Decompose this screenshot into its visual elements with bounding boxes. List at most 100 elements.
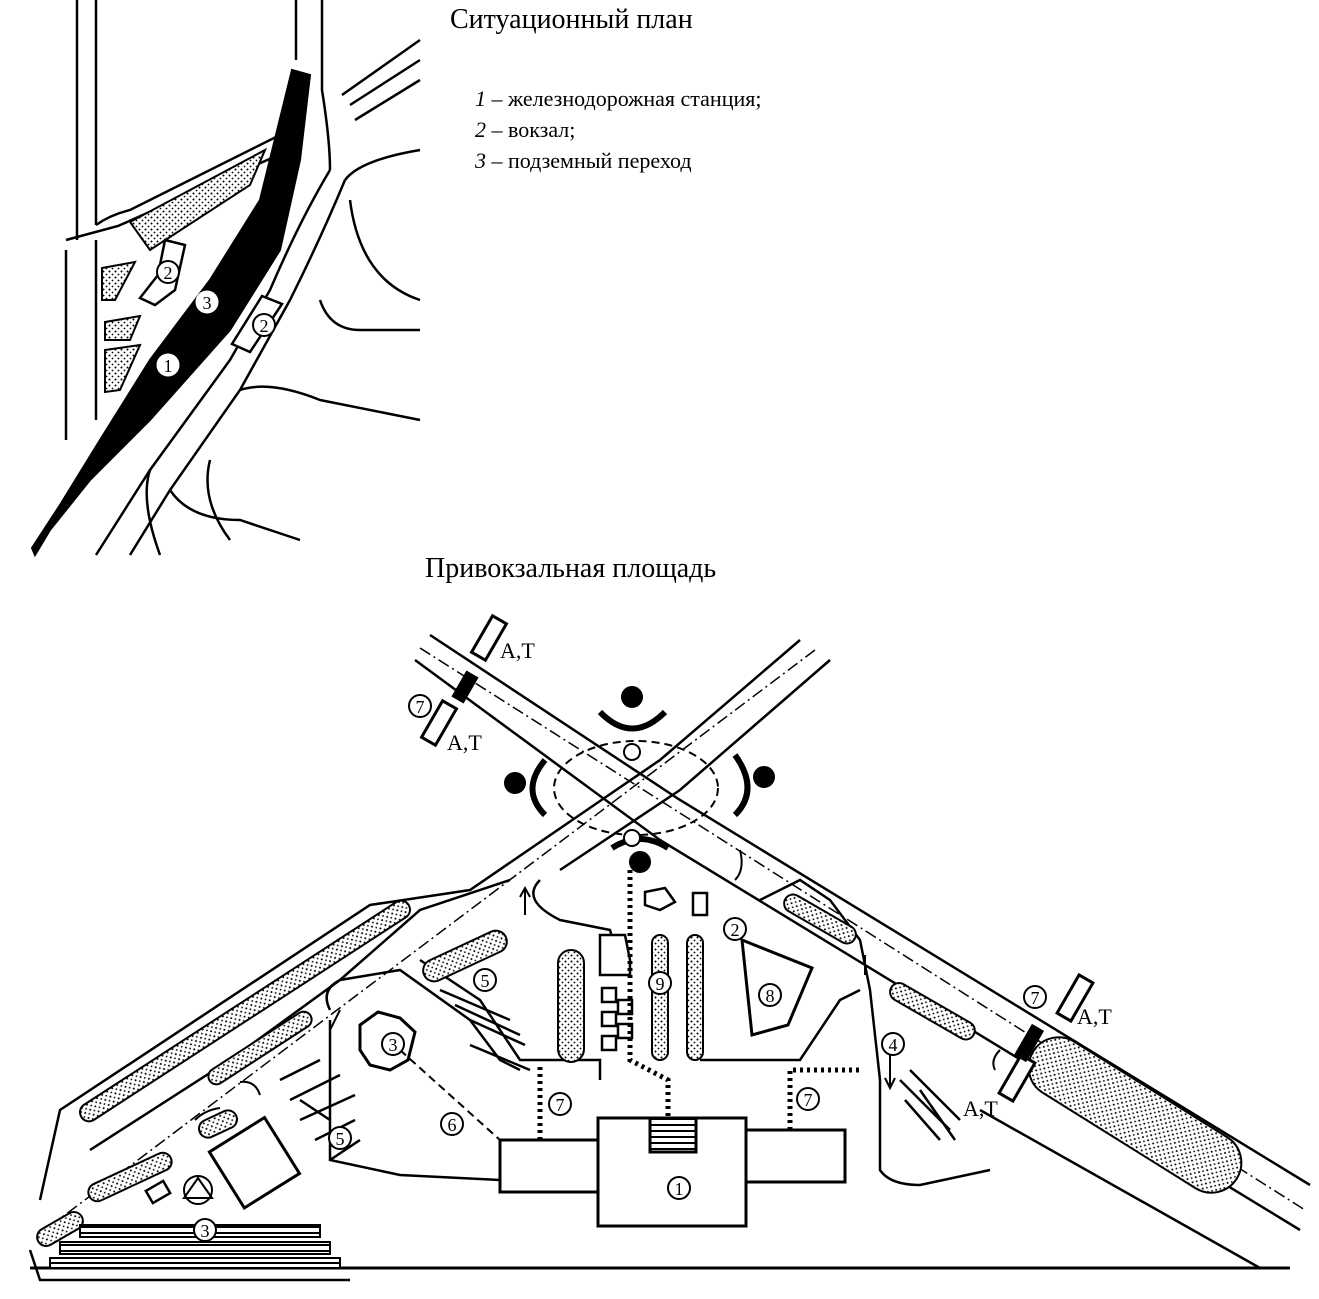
green-strip: [889, 982, 976, 1041]
transit-stop-label: А,Т: [447, 730, 482, 755]
marker-label: 2: [260, 316, 269, 336]
green-strip: [557, 949, 585, 1063]
green-strip: [87, 1151, 173, 1203]
situation-markers: 2 2 3 1: [156, 260, 276, 377]
road-edge: [559, 659, 831, 872]
building-block: [207, 1115, 302, 1211]
other-buildings: [207, 613, 1095, 1211]
marker-circle: [156, 353, 180, 377]
traffic-arrows: [194, 849, 1001, 1121]
roundabout: [553, 740, 719, 836]
green-strip: [1027, 1036, 1243, 1194]
parking-slot: [600, 1034, 618, 1052]
underground-exit: [648, 1116, 698, 1154]
bus-shelter: [419, 698, 459, 748]
situation-plan-green: [101, 147, 268, 394]
road-edge: [38, 639, 801, 1201]
parking-slots: [144, 886, 709, 1205]
road-edge: [344, 148, 421, 302]
road-centre-line: [44, 649, 816, 1231]
situation-plan-title: Ситуационный план: [450, 4, 693, 35]
marker-circle: [648, 971, 672, 995]
marker-label: 3: [203, 293, 212, 313]
green-area: [128, 147, 268, 252]
marker-circle: [796, 1087, 820, 1111]
traffic-light-icon: [753, 766, 775, 788]
traffic-light-icon: [621, 686, 643, 708]
marker-label: 3: [201, 1221, 210, 1241]
marker-label: 7: [1031, 988, 1040, 1008]
parking-slot: [600, 986, 618, 1004]
road-edge: [341, 38, 421, 122]
square-boundary: [532, 879, 622, 966]
building-wing-left: [498, 1138, 602, 1194]
green-area: [104, 314, 142, 341]
square-marker-labels: 1 2 3 3 4 5 5 6 7 7 7 7 8 9: [201, 697, 1040, 1241]
square-boundary: [28, 1249, 350, 1282]
marker-label: 6: [448, 1115, 457, 1135]
legend-text: – железнодорожная станция;: [486, 86, 762, 111]
situation-plan-map: [64, 0, 421, 556]
kiosk: [643, 886, 677, 912]
marker-circle: [328, 1126, 352, 1150]
base-line: [979, 1108, 1261, 1270]
legend-number: 2: [475, 117, 486, 142]
building-wing-right: [743, 1128, 847, 1184]
marker-circle: [381, 1032, 405, 1056]
legend-text: – подземный переход: [486, 148, 692, 173]
marker-circle: [881, 1032, 905, 1056]
legend-item: 2 – вокзал;: [475, 117, 575, 143]
parking-bay: [598, 933, 632, 977]
bus-shelter: [997, 1052, 1037, 1104]
marker-label: 8: [766, 986, 775, 1006]
marker-label: 9: [656, 974, 665, 994]
pedestrian-route: [399, 1049, 501, 1141]
traffic-signals: [504, 686, 775, 873]
marker-label: 5: [481, 971, 490, 991]
green-strip: [651, 934, 669, 1061]
road-edge: [145, 459, 232, 556]
marker-circle: [156, 260, 180, 284]
marker-label: 2: [164, 263, 173, 283]
road-edge: [128, 179, 347, 556]
transit-stop-label: А,Т: [963, 1096, 998, 1121]
marker-circle: [193, 1218, 217, 1242]
pedestrian-routes: [537, 870, 860, 1140]
green-strip: [36, 1211, 84, 1247]
marker-circle: [473, 968, 497, 992]
marker-label: 5: [336, 1129, 345, 1149]
marker-label: 7: [804, 1090, 813, 1110]
marker-label: 7: [556, 1095, 565, 1115]
road-edge: [294, 0, 332, 171]
kiosk: [144, 1179, 172, 1205]
station-building: [498, 1116, 847, 1228]
triangle-sign-icon: [182, 1176, 214, 1199]
marker-label: 1: [164, 356, 173, 376]
green-area: [101, 260, 137, 301]
transit-stop-label: А,Т: [1077, 1004, 1112, 1029]
marker-circle: [667, 1176, 691, 1200]
road-edge: [64, 240, 98, 440]
green-strip: [79, 899, 411, 1123]
green-strip: [686, 934, 704, 1061]
marker-label: 4: [889, 1035, 898, 1055]
green-strips: [36, 893, 1243, 1247]
square-markers: [182, 694, 1047, 1242]
legend-item: 1 – железнодорожная станция;: [475, 86, 761, 112]
legend-number: 1: [475, 86, 486, 111]
marker-label: 3: [389, 1035, 398, 1055]
transit-labels: А,Т А,Т А,Т А,Т: [447, 638, 1112, 1121]
legend-item: 3 – подземный переход: [475, 148, 692, 174]
green-area: [104, 343, 142, 394]
transit-stop-label: А,Т: [500, 638, 535, 663]
traffic-light-icon: [504, 772, 526, 794]
bus-shelter: [469, 613, 509, 663]
marker-circle: [195, 290, 219, 314]
traffic-light-icon: [629, 851, 651, 873]
marker-circle: [252, 313, 276, 337]
triangle-sign-circle: [183, 1175, 213, 1205]
road-edge: [239, 385, 421, 422]
square-boundary: [325, 968, 521, 1072]
road-edge: [318, 299, 420, 332]
